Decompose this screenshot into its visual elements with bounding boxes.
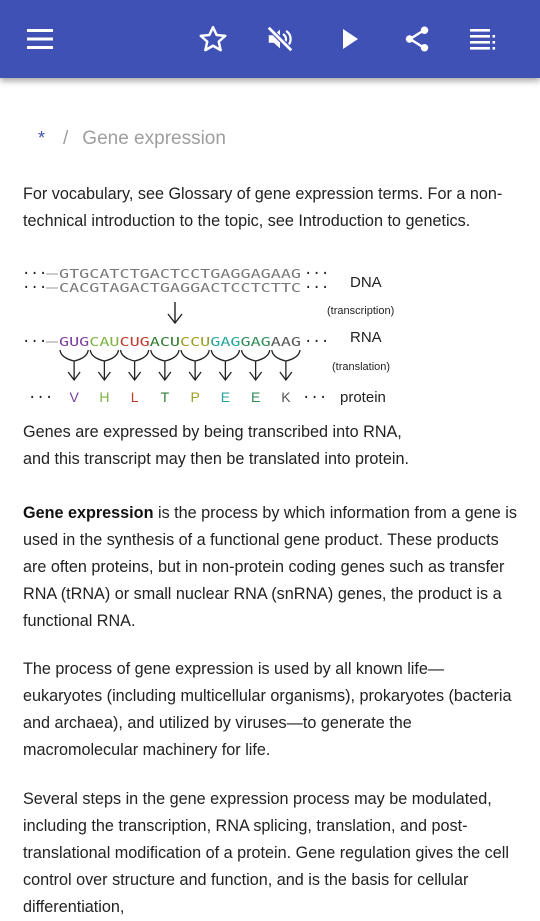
transcription-label: (transcription) xyxy=(327,305,394,317)
rna-codon: GAG xyxy=(241,334,271,349)
protein-residue: V xyxy=(69,389,79,405)
mute-button[interactable] xyxy=(260,19,300,59)
codon-arrow xyxy=(59,349,89,382)
protein-label: protein xyxy=(340,389,386,406)
rna-label: RNA xyxy=(350,329,382,346)
dna-right-dots: ··· xyxy=(304,266,329,282)
rna-codon: CAU xyxy=(89,334,119,349)
protein-residue: E xyxy=(221,389,230,405)
gene-expression-diagram: ··· ··· GTGCATCTGACTCCTGAGGAGAAG CACGTAG… xyxy=(22,266,394,406)
translation-label: (translation) xyxy=(332,361,390,373)
dna-label: DNA xyxy=(350,274,382,291)
dna-right-dots-2: ··· xyxy=(304,280,329,296)
codon-arrow xyxy=(240,349,271,382)
dna-left-dots: ··· xyxy=(22,266,47,282)
rna-codon: AAG xyxy=(271,334,301,349)
figure-caption: Genes are expressed by being transcribed… xyxy=(23,423,410,468)
play-button[interactable] xyxy=(330,19,370,59)
protein-residue: E xyxy=(251,389,260,405)
share-button[interactable] xyxy=(397,19,437,59)
codon-arrow xyxy=(180,349,210,382)
codon-arrow xyxy=(89,349,120,382)
bookmark-button[interactable] xyxy=(193,19,233,59)
lead-term: Gene expression xyxy=(23,504,154,522)
breadcrumb-home-link[interactable]: * xyxy=(38,127,46,148)
lead-paragraph: Gene expression is the process by which … xyxy=(23,500,523,635)
rna-right-dots: ··· xyxy=(304,334,329,350)
hatnote: For vocabulary, see Glossary of gene exp… xyxy=(23,185,503,230)
protein-residue: T xyxy=(161,389,170,405)
breadcrumb-current: Gene expression xyxy=(82,128,226,149)
contents-button[interactable] xyxy=(463,19,503,59)
paragraph-3: Several steps in the gene expression pro… xyxy=(23,790,509,916)
codon-arrow xyxy=(150,349,180,382)
lead-text: is the process by which information from… xyxy=(23,504,517,630)
dna-left-dots-2: ··· xyxy=(22,280,47,296)
menu-icon xyxy=(27,29,53,49)
protein-left-dots: ··· xyxy=(28,390,53,406)
rna-codon: GAG xyxy=(210,334,240,349)
protein-right-dots: ··· xyxy=(302,390,327,406)
star-icon xyxy=(199,25,227,52)
menu-button[interactable] xyxy=(20,19,60,59)
protein-residue: K xyxy=(281,389,291,405)
rna-codon: CCU xyxy=(180,334,210,349)
protein-residue: H xyxy=(99,389,109,405)
codon-arrow xyxy=(271,349,301,382)
codon-arrow xyxy=(210,349,241,382)
list-icon xyxy=(470,29,496,50)
breadcrumb-separator: / xyxy=(63,128,69,149)
breadcrumb: * / Gene expression xyxy=(38,128,226,150)
paragraph-2: The process of gene expression is used b… xyxy=(23,660,512,759)
dna-bottom-strand: CACGTAGACTGAGGACTCCTCTTC xyxy=(59,280,301,295)
protein-residue: P xyxy=(190,389,199,405)
rna-left-dots: ··· xyxy=(22,334,47,350)
share-icon xyxy=(405,26,429,52)
volume-off-icon xyxy=(266,25,294,53)
dna-top-strand: GTGCATCTGACTCCTGAGGAGAAG xyxy=(59,266,301,281)
codon-arrow xyxy=(119,349,150,382)
rna-codon: CUG xyxy=(120,334,150,349)
play-icon xyxy=(343,29,358,49)
app-bar xyxy=(0,0,540,78)
rna-codon: ACU xyxy=(150,334,180,349)
protein-residue: L xyxy=(131,389,139,405)
translation-arrows xyxy=(59,349,301,382)
rna-codon: GUG xyxy=(59,334,89,349)
